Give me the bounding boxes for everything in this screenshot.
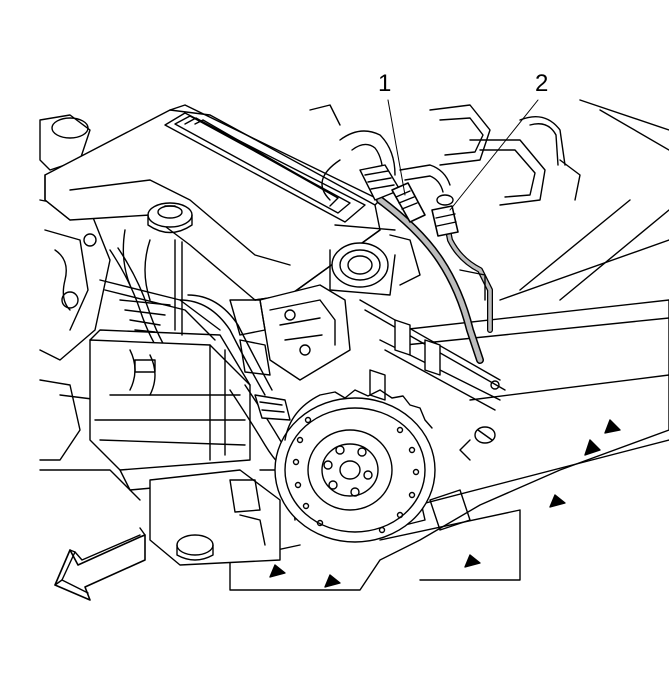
callout-1-label: 1 [378,70,392,97]
lower-left-components [149,469,296,566]
battery-box [89,329,251,491]
flexplate [274,389,436,543]
chassis-frame [229,99,669,591]
fuel-rail-fitting [431,194,459,237]
fuel-line-connector [391,182,426,223]
engine-cover [44,104,381,301]
dipstick-tubes [122,229,183,336]
callout-2-label: 2 [535,70,549,97]
intake-manifold [229,284,351,381]
mount-bolts [459,380,500,461]
callout-2-leader [449,99,539,211]
upper-right-hoses [309,104,581,206]
callout-leaders [387,99,539,211]
callout-1-leader [387,99,406,196]
fuel-pipe-assembly [359,196,506,411]
front-of-vehicle-arrow [54,527,146,601]
oil-fill-cap [147,202,193,234]
throttle-body [329,224,421,296]
